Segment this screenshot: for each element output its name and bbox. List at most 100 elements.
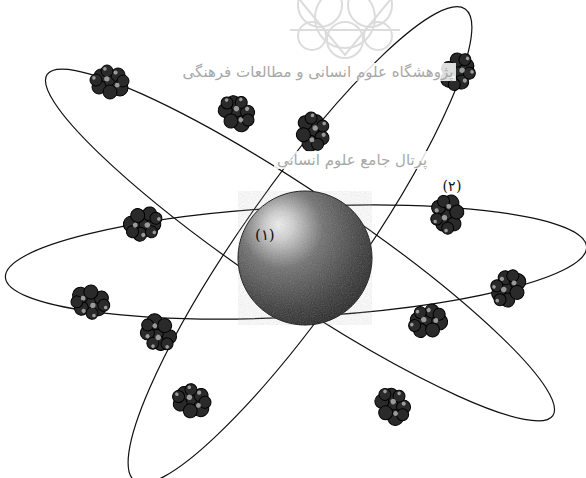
blob-atom: [184, 383, 198, 397]
blob-highlight: [389, 398, 397, 406]
blob-highlight: [401, 401, 407, 407]
electron-blob: [169, 381, 213, 421]
blob-highlight: [495, 298, 500, 303]
watermark-logo: [290, 0, 400, 58]
electron-blob: [291, 108, 334, 155]
blob-atom: [97, 299, 110, 312]
electron-blob: [211, 87, 263, 138]
blob-highlight: [150, 344, 155, 349]
electron-blob: [484, 263, 532, 313]
blob-highlight: [511, 280, 517, 286]
blob-highlight: [237, 117, 244, 124]
electron-blob: [367, 380, 418, 432]
nucleus-shape: [237, 190, 373, 326]
callout-number: (۲): [443, 178, 462, 194]
blob-highlight: [465, 56, 470, 61]
blob-atom: [128, 206, 147, 225]
electron-blob: [427, 192, 468, 237]
blob-highlight: [397, 391, 402, 396]
blob-highlight: [140, 232, 146, 238]
blob-highlight: [433, 219, 437, 223]
blob-highlight: [187, 385, 191, 389]
blob-atom: [124, 223, 141, 240]
blob-atom: [441, 221, 455, 235]
blob-highlight: [224, 98, 229, 103]
blob-highlight: [132, 222, 139, 229]
electron-blob: [90, 65, 129, 99]
blob-highlight: [103, 67, 107, 71]
blob-highlight: [322, 121, 326, 125]
blob-atom: [423, 320, 442, 339]
blob-atom: [219, 95, 236, 112]
blob-highlight: [151, 322, 158, 329]
blob-highlight: [309, 137, 315, 143]
blob-highlight: [321, 132, 326, 137]
blob-highlight: [312, 125, 319, 132]
blob-highlight: [492, 284, 497, 289]
blob-highlight: [90, 302, 96, 308]
blob-highlight: [104, 306, 108, 310]
electron-blob: [402, 297, 452, 345]
electron-blobs: [70, 47, 532, 431]
blob-highlight: [81, 296, 86, 301]
blob-highlight: [165, 344, 170, 349]
blob-atom: [407, 318, 423, 334]
blob-atom: [295, 126, 312, 143]
blob-atom: [159, 335, 176, 352]
blob-atom: [148, 210, 165, 227]
blob-highlight: [244, 106, 250, 112]
blob-highlight: [154, 334, 162, 342]
blob-highlight: [92, 76, 96, 80]
blob-atom: [90, 74, 102, 86]
blob-highlight: [444, 228, 448, 232]
blob-atom: [155, 316, 175, 336]
orbit: [3, 192, 586, 332]
nucleus: (۱): [237, 190, 373, 326]
nucleus-speckle: [238, 191, 372, 325]
blob-atom: [172, 390, 186, 404]
blob-atom: [221, 111, 241, 131]
blob-highlight: [197, 390, 202, 395]
blob-highlight: [500, 286, 507, 293]
blob-highlight: [104, 76, 109, 81]
blob-atom: [430, 212, 444, 226]
orbit-ellipses: [3, 0, 586, 478]
blob-highlight: [434, 208, 439, 213]
blob-highlight: [144, 221, 151, 228]
blob-highlight: [238, 97, 243, 102]
blob-highlight: [186, 394, 192, 400]
electron-blob: [133, 308, 185, 359]
blob-highlight: [115, 83, 120, 88]
blob-highlight: [392, 410, 399, 417]
blob-highlight: [426, 307, 432, 313]
callout-number: (۱): [255, 226, 275, 244]
blob-highlight: [415, 309, 420, 314]
blob-atom: [182, 403, 198, 419]
blob-highlight: [446, 204, 452, 210]
blob-highlight: [420, 316, 427, 323]
blob-highlight: [145, 333, 151, 339]
blob-highlight: [499, 276, 505, 282]
blob-highlight: [113, 70, 117, 74]
blob-highlight: [470, 70, 475, 75]
blob-highlight: [459, 67, 466, 74]
blob-highlight: [196, 403, 202, 409]
electron-blob: [70, 283, 112, 320]
orbit: [87, 0, 512, 478]
blob-highlight: [441, 215, 447, 221]
blob-atom: [103, 85, 117, 99]
blob-highlight: [433, 317, 439, 323]
blob-highlight: [81, 309, 86, 314]
blob-highlight: [156, 216, 161, 221]
blob-atom: [86, 307, 99, 320]
blob-atom: [431, 306, 447, 322]
watermark: پرتال جامع علوم انسانی: [274, 151, 430, 169]
blob-atom: [101, 65, 113, 77]
blob-highlight: [233, 105, 241, 113]
blob-atom: [457, 52, 473, 68]
blob-atom: [304, 111, 319, 126]
blob-atom: [462, 65, 478, 81]
blob-highlight: [92, 314, 96, 318]
blob-atom: [83, 284, 98, 299]
orbit: [18, 31, 582, 458]
